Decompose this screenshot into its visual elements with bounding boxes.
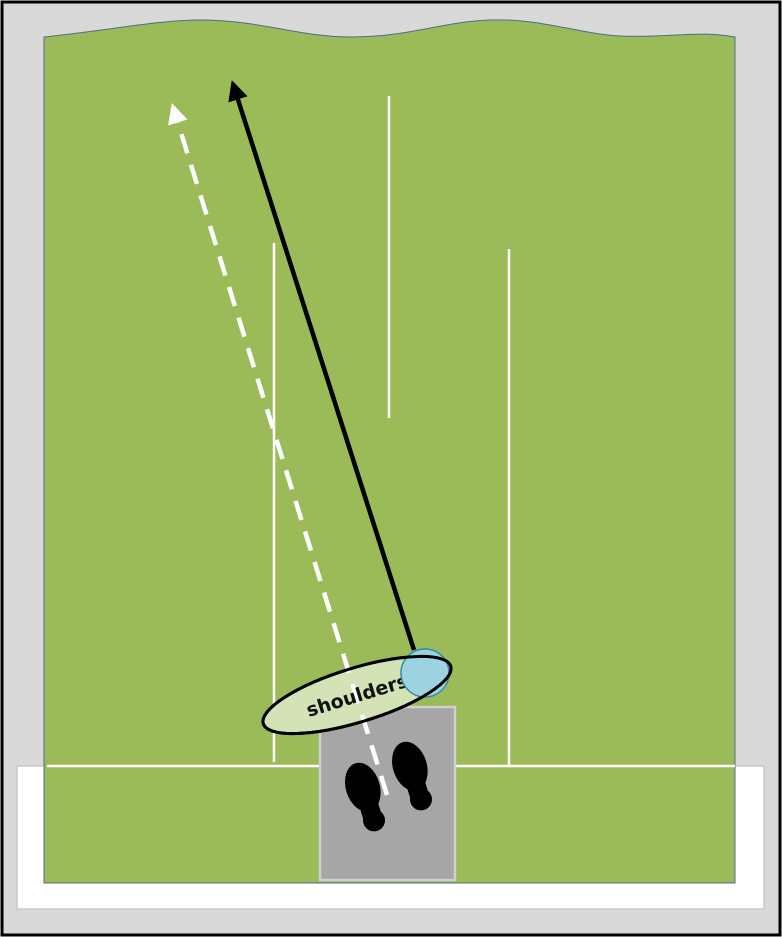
shoulders-outline [261, 654, 453, 736]
solid-direction-arrow [228, 80, 417, 651]
dashed-direction-arrow [168, 103, 390, 796]
pitch [43, 19, 736, 884]
footprints-icon [345, 741, 433, 832]
